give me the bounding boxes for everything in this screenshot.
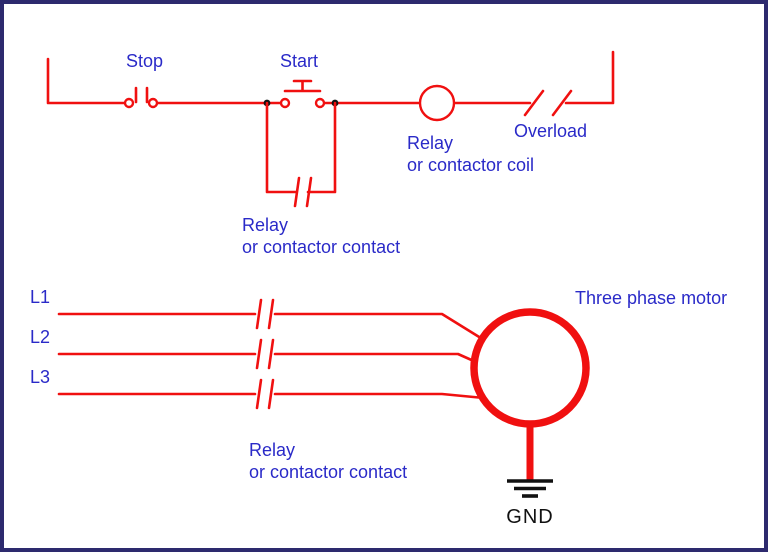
phase-contact-symbol-l1 [255,298,275,330]
relay-coil-symbol [418,84,456,122]
power-contact-label-line1: Relay [249,440,296,460]
motor-label: Three phase motor [575,288,728,308]
branch-left-wire [265,101,298,194]
phase-label-l3: L3 [30,367,51,387]
power-contact-label-line2: or contactor contact [249,462,408,482]
seal-in-contact-symbol [293,176,313,208]
ground-label: GND [506,506,554,528]
phase-l1-wire [57,312,486,342]
overload-label: Overload [514,121,588,141]
stop-nc-ticks [134,86,149,104]
start-contact-right [314,97,326,109]
overload-slashes [523,89,573,117]
coil-label-line2: or contactor coil [407,155,535,175]
contact-bars [255,378,275,410]
power-circuit-wires [57,312,486,400]
left-rail-wire [46,57,126,105]
overload-symbol [523,89,573,117]
start-actuator [283,79,322,93]
seal-contact-label-line1: Relay [242,215,289,235]
phase-contact-symbol-l2 [255,338,275,370]
right-rail-wire [564,50,615,105]
start-button-symbol [279,79,326,109]
stop-button-symbol [123,86,159,109]
phase-contact-symbol-l3 [255,378,275,410]
stop-contact-right [147,97,159,109]
coil-label-line1: Relay [407,133,454,153]
ground-symbol [507,420,553,498]
phase-label-l2: L2 [30,327,51,347]
control-circuit-wires [46,50,615,105]
phase-l2-wire [57,352,478,364]
contact-bars [255,298,275,330]
start-label: Start [280,51,319,71]
seal-in-branch [263,99,339,208]
contact-bars [293,176,313,208]
phase-l3-wire [57,392,486,400]
seal-contact-label-line2: or contactor contact [242,237,401,257]
phase-label-l1: L1 [30,287,51,307]
branch-right-wire [306,101,337,194]
start-contact-left [279,97,291,109]
motor-symbol [470,308,590,428]
contact-bars [255,338,275,370]
stop-label: Stop [126,51,164,71]
stop-contact-left [123,97,135,109]
circuit-wires-svg [46,50,615,498]
